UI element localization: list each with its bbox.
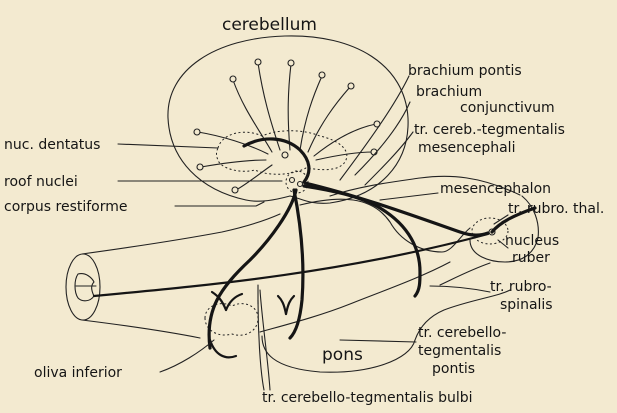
spinal-cord-section [75, 274, 96, 301]
label-nucleus-ruber-line2: ruber [512, 250, 550, 266]
label-tr-rubrospinalis-line1: tr. rubro- [490, 279, 552, 295]
label-tr-cerebello-tegm-pontis-line3: pontis [432, 361, 475, 377]
label-cerebellum: cerebellum [222, 15, 317, 35]
label-tr-cerebello-tegm-pontis-line2: tegmentalis [418, 343, 501, 359]
label-tr-rubrospinalis-line2: spinalis [500, 297, 553, 313]
label-brachium-conjunctivum-line1: brachium [416, 84, 482, 100]
nucleus-dentatus-outline [217, 131, 347, 175]
label-oliva-inferior: oliva inferior [34, 365, 122, 381]
folia-radiations [198, 63, 376, 190]
folia-knobs [194, 59, 380, 193]
label-mesencephalon: mesencephalon [440, 181, 551, 197]
label-tr-rubro-thal: tr. rubro. thal. [508, 201, 604, 217]
cerebellum-lower-edge [246, 196, 290, 201]
label-tr-cereb-tegmentalis-mes-line2: mesencephali [418, 140, 515, 156]
label-brachium-conjunctivum-line2: conjunctivum [460, 100, 555, 116]
label-roof-nuclei: roof nuclei [4, 174, 78, 190]
label-pons: pons [322, 345, 363, 365]
label-tr-cerebello-tegm-pontis-line1: tr. cerebello- [418, 325, 506, 341]
label-nuc-dentatus: nuc. dentatus [4, 137, 100, 153]
label-corpus-restiforme: corpus restiforme [4, 199, 128, 215]
label-tr-cerebello-tegm-bulbi: tr. cerebello-tegmentalis bulbi [262, 390, 473, 406]
label-brachium-pontis: brachium pontis [408, 63, 522, 79]
label-nucleus-ruber-line1: nucleus [505, 233, 559, 249]
label-tr-cereb-tegmentalis-mes-line1: tr. cereb.-tegmentalis [414, 122, 565, 138]
